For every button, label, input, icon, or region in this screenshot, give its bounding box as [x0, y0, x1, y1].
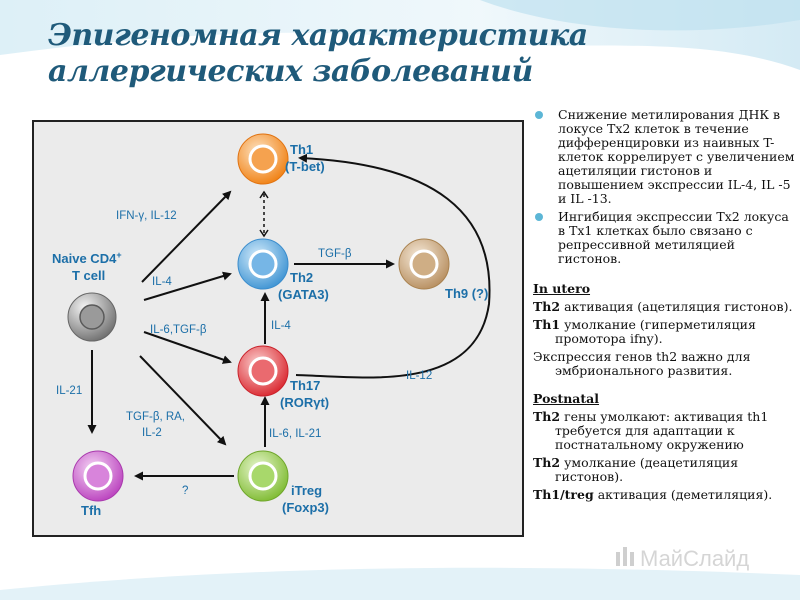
label-itreg-to-tfh: ? [182, 485, 188, 497]
label-to-th17: IL-6,TGF-β [150, 324, 207, 336]
arrow-naive-to-th17 [143, 331, 232, 364]
th9-label: Th9 (?) [445, 286, 488, 301]
th1-label-line2: (T-bet) [285, 159, 325, 174]
in-utero-item: Th1 умолкание (гиперметиляция промотора … [533, 317, 756, 346]
label-to-tfh: IL-21 [56, 385, 82, 397]
label-th17-to-th2: IL-4 [271, 320, 291, 332]
arrow-naive-to-th1 [141, 190, 232, 283]
arrow-naive-to-itreg [139, 355, 227, 446]
th17-label-line2: (RORγt) [280, 395, 329, 410]
label-to-itreg-2: IL-2 [142, 427, 162, 439]
naive-label-line2: T cell [72, 268, 105, 283]
label-to-th1: IFN-γ, IL-12 [116, 210, 177, 222]
label-itreg-to-th17: IL-6, IL-21 [269, 428, 321, 440]
label-th17-to-th1: IL-12 [406, 370, 432, 382]
label-to-th2: IL-4 [152, 276, 172, 288]
slide-title: Эпигеномная характеристика аллергических… [48, 18, 608, 90]
th17-label: Th17 [290, 378, 320, 393]
th2-label: Th2 [290, 270, 313, 285]
text-panel: Снижение метилирования ДНК в локусе Tx2 … [533, 108, 795, 506]
in-utero-heading: In utero [533, 281, 591, 296]
label-th2-to-th9: TGF-β [318, 248, 352, 260]
postnatal-item: Th2 умолкание (деацетиляция гистонов). [533, 455, 739, 484]
title-line-1: Эпигеномная характеристика [48, 18, 588, 53]
svg-text:МайСлайд: МайСлайд [640, 546, 749, 571]
postnatal-heading: Postnatal [533, 391, 600, 406]
arrow-naive-to-th2 [143, 271, 232, 301]
th2-label-line2: (GATA3) [278, 287, 329, 302]
arrows [87, 153, 491, 481]
naive-label: Naive CD4+ [52, 250, 122, 266]
itreg-label-line2: (Foxp3) [282, 500, 329, 515]
bullet-dot-icon [535, 213, 543, 221]
label-to-itreg-1: TGF-β, RA, [126, 411, 185, 423]
title-line-2: аллергических заболеваний [48, 54, 533, 89]
bullet-dot-icon [535, 111, 543, 119]
watermark-logo: МайСлайд [616, 546, 749, 571]
itreg-label: iTreg [291, 483, 322, 498]
cell-tfh [72, 450, 124, 502]
bullet-list: Снижение метилирования ДНК в локусе Tx2 … [533, 108, 795, 266]
cell-naive [67, 292, 117, 342]
arrow-th17-to-th1-curve [295, 153, 491, 379]
cell-th17 [237, 345, 289, 397]
bullet-item: Ингибиция экспрессии Tx2 локуса в Tx1 кл… [533, 210, 795, 266]
th1-label: Th1 [290, 142, 313, 157]
cell-th9 [398, 238, 450, 290]
in-utero-item: Экспрессия генов th2 важно для эмбрионал… [533, 349, 751, 378]
in-utero-item: Th2 активация (ацетиляция гистонов). [533, 299, 793, 314]
tfh-label: Tfh [81, 503, 101, 518]
cell-itreg [237, 450, 289, 502]
postnatal-item: Th1/treg активация (деметиляция). [533, 487, 773, 502]
cell-th2 [237, 238, 289, 290]
t-cell-differentiation-diagram: Naive CD4+ T cell Th1 (T-bet) Th2 (GATA3… [32, 120, 524, 537]
cell-th1 [237, 133, 289, 185]
bullet-item: Снижение метилирования ДНК в локусе Tx2 … [533, 108, 795, 206]
postnatal-item: Th2 гены умолкают: активация th1 требует… [533, 409, 769, 452]
